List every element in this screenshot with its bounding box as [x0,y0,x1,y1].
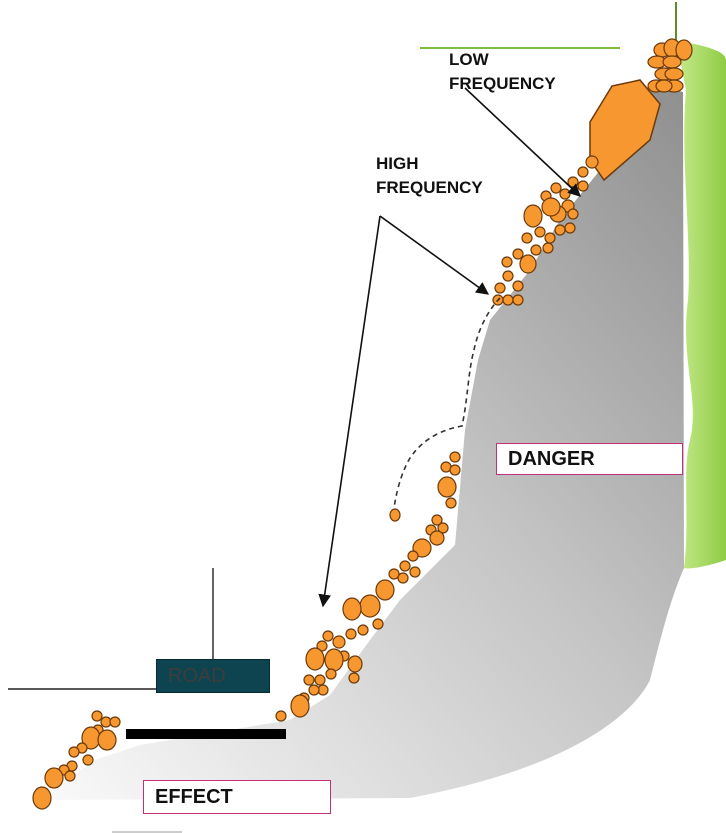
rock [445,497,457,509]
rock [308,684,320,696]
slope [40,85,684,800]
rock [316,640,328,652]
fall-trajectory [393,297,501,509]
rock [564,222,576,234]
rock [431,514,443,526]
high-frequency-arrow-top [379,215,490,295]
rock [554,224,566,236]
rock [91,710,103,722]
rock [97,729,117,751]
rock [290,694,310,718]
rock [375,579,395,601]
effect-box: EFFECT [143,780,331,814]
rock [544,232,556,244]
rock [388,568,400,580]
rock [521,232,533,244]
rock [412,538,432,558]
rock [437,476,457,498]
rock [449,464,461,476]
rock [523,204,543,228]
rock [550,182,562,194]
rock [502,294,514,306]
rock [675,39,693,61]
rock [519,254,537,274]
rock [655,79,673,93]
rock [530,244,542,256]
rock [314,674,326,686]
rock-group [32,38,693,810]
rock [662,55,682,69]
rock [409,566,421,578]
rock [542,242,554,254]
rock [372,618,384,630]
rock [359,594,381,618]
rock [44,767,64,789]
danger-box: DANGER [496,443,683,475]
rock [512,280,524,292]
rock [502,270,514,282]
rock [397,572,409,584]
rock [512,248,524,260]
rock [577,180,589,192]
rock [322,630,334,642]
rock [332,635,346,649]
rock [345,628,357,640]
rock [325,668,337,680]
high-frequency-arrow-bottom [318,215,381,608]
rock [64,770,76,782]
rock [437,522,449,534]
rock [449,451,461,463]
low-frequency-arrow [464,87,581,197]
road-surface [126,729,286,739]
rock [534,226,546,238]
rock [357,624,369,636]
rock [585,155,599,169]
high-frequency-label: HIGH FREQUENCY [376,154,483,197]
rock [109,716,121,728]
rock [347,655,363,673]
rock [407,550,419,562]
rock [342,597,362,621]
rock [324,648,344,672]
rock [664,67,684,81]
rock [494,282,506,294]
low-frequency-label: LOW FREQUENCY [449,50,556,93]
rock [559,188,571,200]
rock [68,746,80,758]
rock [541,197,561,217]
rock [305,647,325,671]
rock [275,710,287,722]
falling-rock [389,508,401,522]
rock [567,208,579,220]
rock [429,530,445,546]
rock [348,672,360,684]
road-box: ROAD [156,659,270,693]
rock [303,674,315,686]
vegetation-strip [676,40,726,569]
rock [577,166,589,178]
rock [512,294,524,306]
rock [399,560,411,572]
rock [501,256,513,268]
rock [32,786,52,810]
rock [82,754,94,766]
